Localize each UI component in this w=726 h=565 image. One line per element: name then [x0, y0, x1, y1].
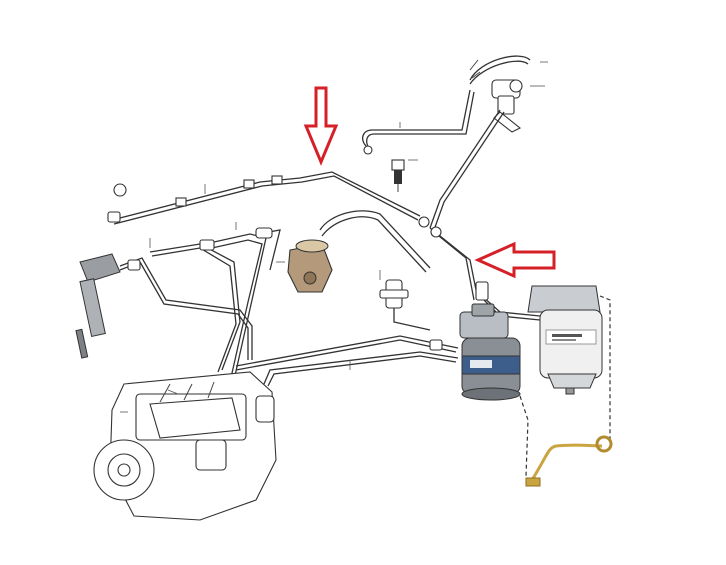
return-pipe-upper: [361, 89, 475, 155]
injection-pump: [93, 371, 277, 521]
arrow-down-icon: [303, 86, 339, 166]
feed-pipe: [235, 335, 459, 387]
primary-fuel-filter: [459, 303, 521, 401]
secondary-fuel-filter: [527, 285, 603, 395]
injector: [75, 253, 253, 360]
lift-pump: [276, 210, 431, 293]
high-pressure-pipes: [149, 222, 281, 383]
sensor-plug: [391, 159, 418, 192]
shutoff-solenoid-assembly: [469, 55, 548, 133]
arrow-left-icon: [474, 241, 556, 279]
leak-off-rail: [107, 171, 442, 238]
return-pipe-right: [429, 109, 505, 301]
banjo-fitting: [379, 270, 431, 331]
bleed-pipe-assembly: [519, 295, 613, 487]
